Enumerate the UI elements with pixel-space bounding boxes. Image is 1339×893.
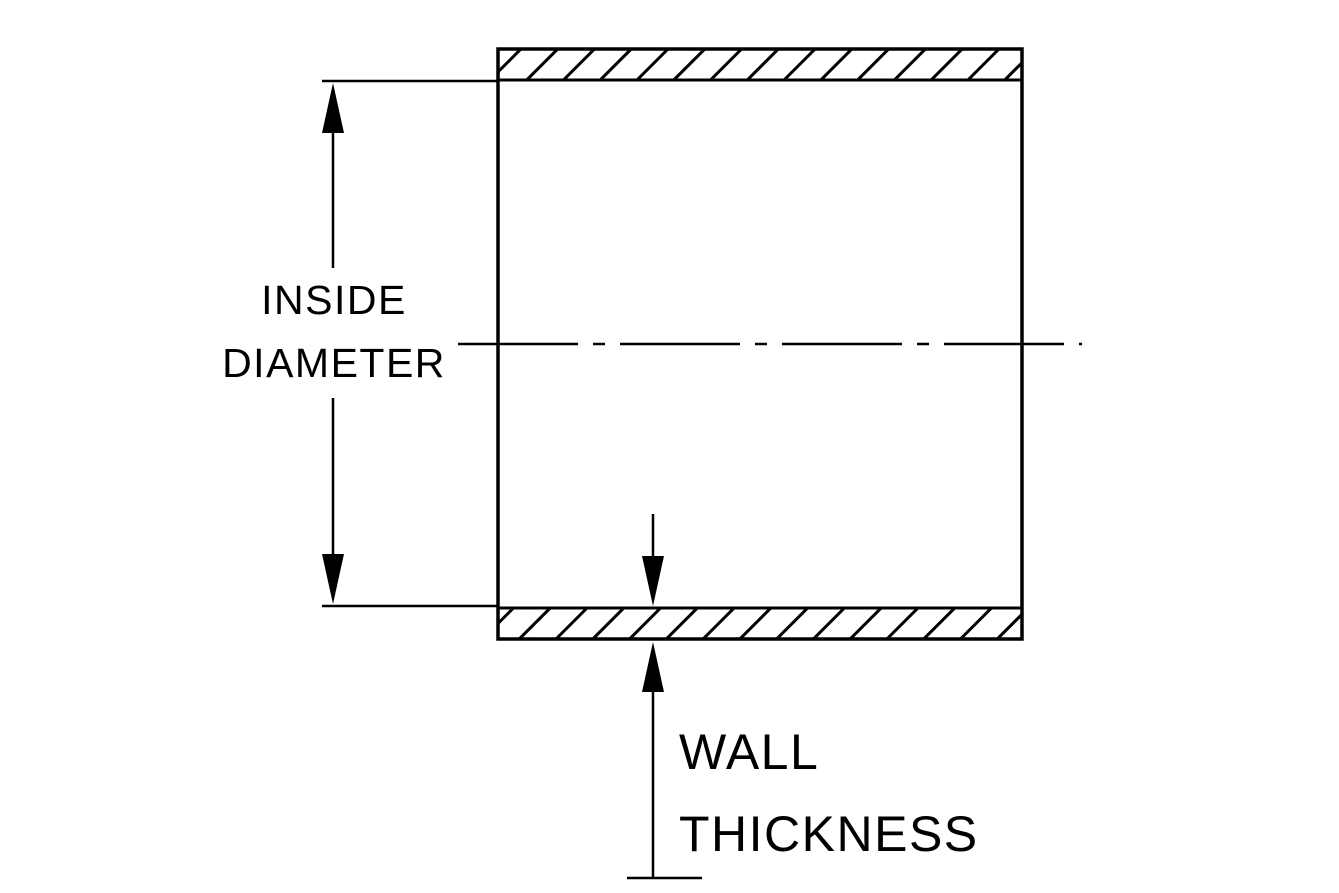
inside-diameter-label-line1: INSIDE bbox=[261, 277, 407, 323]
arrow-up-icon bbox=[642, 642, 664, 692]
inside-diameter-dimension: INSIDE DIAMETER bbox=[222, 79, 497, 608]
arrow-down-icon bbox=[642, 556, 664, 606]
inside-diameter-label-line2: DIAMETER bbox=[222, 340, 446, 386]
wall-thickness-dimension: WALL THICKNESS bbox=[627, 514, 979, 880]
arrow-down-icon bbox=[322, 554, 344, 604]
bottom-wall-hatch bbox=[496, 606, 1024, 641]
wall-thickness-label-line2: THICKNESS bbox=[679, 806, 979, 862]
arrow-up-icon bbox=[322, 83, 344, 133]
top-wall-hatch bbox=[496, 47, 1024, 82]
wall-thickness-label-line1: WALL bbox=[679, 724, 819, 780]
